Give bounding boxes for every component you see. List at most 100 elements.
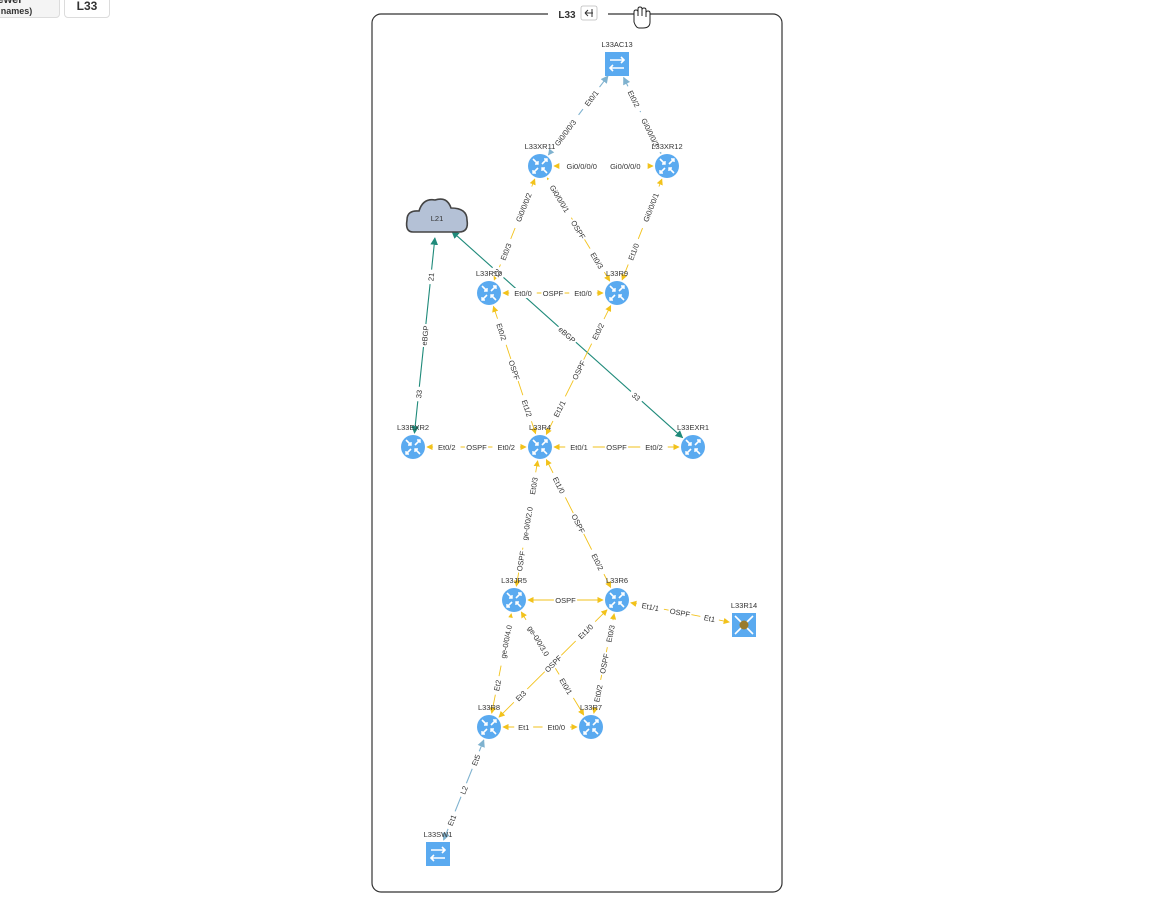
group-title: L33 bbox=[558, 10, 576, 21]
svg-text:Et0/3: Et0/3 bbox=[528, 477, 540, 496]
router-icon bbox=[655, 154, 679, 178]
svg-text:Et0/3: Et0/3 bbox=[499, 242, 514, 262]
node-l33r9[interactable]: L33R9 bbox=[605, 269, 629, 305]
group-title-bg bbox=[548, 4, 608, 24]
svg-text:Et1: Et1 bbox=[446, 813, 459, 827]
svg-text:Et0/2: Et0/2 bbox=[438, 443, 456, 452]
link-label: 21 bbox=[425, 269, 437, 285]
link-label: Et0/2 bbox=[433, 442, 461, 452]
node-l33r10[interactable]: L33R10 bbox=[476, 269, 502, 305]
svg-text:Et0/0: Et0/0 bbox=[514, 289, 532, 298]
node-l33r6[interactable]: L33R6 bbox=[605, 576, 629, 612]
node-label: L33R6 bbox=[606, 576, 628, 585]
link-label: Et2 bbox=[490, 675, 504, 696]
svg-text:Et1/0: Et1/0 bbox=[626, 242, 641, 262]
svg-text:Et2: Et2 bbox=[492, 679, 503, 692]
svg-text:Et0/2: Et0/2 bbox=[497, 443, 515, 452]
link-label: Et0/1 bbox=[554, 671, 578, 701]
link-label: 21 bbox=[489, 264, 507, 282]
link-label: Et0/0 bbox=[569, 288, 597, 298]
link-label: Et0/0 bbox=[509, 288, 537, 298]
switch-icon bbox=[426, 842, 450, 866]
router-icon bbox=[579, 715, 603, 739]
link-label: Gi0/0/0/2 bbox=[510, 184, 537, 230]
node-l33r7[interactable]: L33R7 bbox=[579, 703, 603, 739]
node-label: L33AC13 bbox=[601, 40, 632, 49]
node-label: L21 bbox=[431, 214, 444, 223]
viewer-toggle-button[interactable]: ewer ite names) bbox=[0, 0, 60, 18]
node-label: L33R4 bbox=[529, 423, 551, 432]
link-label: Et0/0 bbox=[542, 722, 571, 732]
node-l33xr11[interactable]: L33XR11 bbox=[525, 142, 556, 178]
link-label: eBGP bbox=[555, 323, 580, 346]
node-l33ac13[interactable]: L33AC13 bbox=[601, 40, 633, 76]
router-icon bbox=[502, 588, 526, 612]
node-label: L33R8 bbox=[478, 703, 500, 712]
svg-text:21: 21 bbox=[426, 272, 436, 281]
link-label: Et1/0 bbox=[623, 237, 643, 267]
node-l21[interactable]: L21 bbox=[405, 198, 469, 233]
link-label: Et0/1 bbox=[565, 442, 593, 452]
node-label: L33EXR2 bbox=[397, 423, 429, 432]
link-label: Et1 bbox=[699, 611, 720, 625]
node-l33exr2[interactable]: L33EXR2 bbox=[397, 423, 429, 459]
link-label: eBGP bbox=[418, 323, 431, 348]
svg-text:ge-0/0/3.0: ge-0/0/3.0 bbox=[526, 624, 551, 658]
server-icon bbox=[732, 613, 756, 637]
svg-text:Et1/1: Et1/1 bbox=[552, 399, 568, 419]
svg-text:eBGP: eBGP bbox=[420, 325, 431, 346]
link-label: OSPF bbox=[553, 595, 578, 605]
link-label: Et5 bbox=[467, 749, 484, 771]
svg-text:Et0/3: Et0/3 bbox=[604, 624, 616, 643]
svg-text:OSPF: OSPF bbox=[570, 359, 587, 382]
link-label: Et1/0 bbox=[548, 470, 570, 500]
link-label: OSPF bbox=[541, 288, 565, 298]
link-label: Et0/2 bbox=[492, 317, 511, 347]
svg-text:Et5: Et5 bbox=[470, 753, 483, 767]
node-l33r14[interactable]: L33R14 bbox=[731, 601, 757, 637]
node-l33exr1[interactable]: L33EXR1 bbox=[677, 423, 709, 459]
node-label: L33R10 bbox=[476, 269, 502, 278]
svg-text:Et1/0: Et1/0 bbox=[551, 475, 567, 495]
link-label: ge-0/0/4.0 bbox=[496, 616, 516, 667]
node-l33xr12[interactable]: L33XR12 bbox=[651, 142, 683, 178]
node-l33jr5[interactable]: L33JR5 bbox=[501, 576, 527, 612]
group-frame-l33[interactable] bbox=[371, 13, 783, 893]
svg-text:Et0/2: Et0/2 bbox=[589, 552, 605, 572]
router-icon bbox=[528, 435, 552, 459]
cloud-icon bbox=[405, 198, 469, 233]
switch-icon bbox=[605, 52, 629, 76]
svg-text:OSPF: OSPF bbox=[507, 359, 522, 382]
link-label: OSPF bbox=[568, 216, 589, 243]
node-l33sw1[interactable]: L33SW1 bbox=[424, 830, 453, 866]
svg-text:OSPF: OSPF bbox=[598, 652, 611, 674]
svg-text:Gi0/0/0/3: Gi0/0/0/3 bbox=[553, 118, 579, 148]
svg-text:Et0/2: Et0/2 bbox=[645, 443, 663, 452]
node-l33r4[interactable]: L33R4 bbox=[528, 423, 552, 459]
svg-text:OSPF: OSPF bbox=[669, 607, 691, 620]
svg-text:Et0/1: Et0/1 bbox=[570, 443, 588, 452]
link-label: Et0/2 bbox=[587, 316, 609, 346]
link-label: Et1/1 bbox=[635, 599, 665, 615]
svg-text:ge-0/0/2.0: ge-0/0/2.0 bbox=[520, 506, 535, 541]
svg-text:Gi0/0/0/2: Gi0/0/0/2 bbox=[514, 192, 534, 224]
svg-text:Et1: Et1 bbox=[518, 723, 529, 732]
svg-text:OSPF: OSPF bbox=[543, 289, 564, 298]
group-collapse-icon[interactable] bbox=[580, 5, 598, 21]
lab-l33-button[interactable]: L33 bbox=[64, 0, 110, 18]
link-label: OSPF bbox=[568, 510, 589, 537]
link-label: Gi0/0/0/0 bbox=[602, 161, 648, 171]
svg-text:Gi0/0/0/0: Gi0/0/0/0 bbox=[610, 162, 640, 171]
link-label: Gi0/0/0/0 bbox=[559, 161, 605, 171]
link-label: Et0/2 bbox=[587, 547, 609, 577]
svg-text:Et0/2: Et0/2 bbox=[590, 322, 606, 342]
node-label: L33XR12 bbox=[651, 142, 682, 151]
link-label: Et1/0 bbox=[572, 618, 599, 645]
link-label: ge-0/0/3.0 bbox=[521, 617, 556, 665]
svg-text:OSPF: OSPF bbox=[515, 550, 527, 572]
router-icon bbox=[401, 435, 425, 459]
link-label: Et0/2 bbox=[623, 84, 645, 114]
svg-text:Et1/1: Et1/1 bbox=[641, 601, 660, 613]
node-l33r8[interactable]: L33R8 bbox=[477, 703, 501, 739]
